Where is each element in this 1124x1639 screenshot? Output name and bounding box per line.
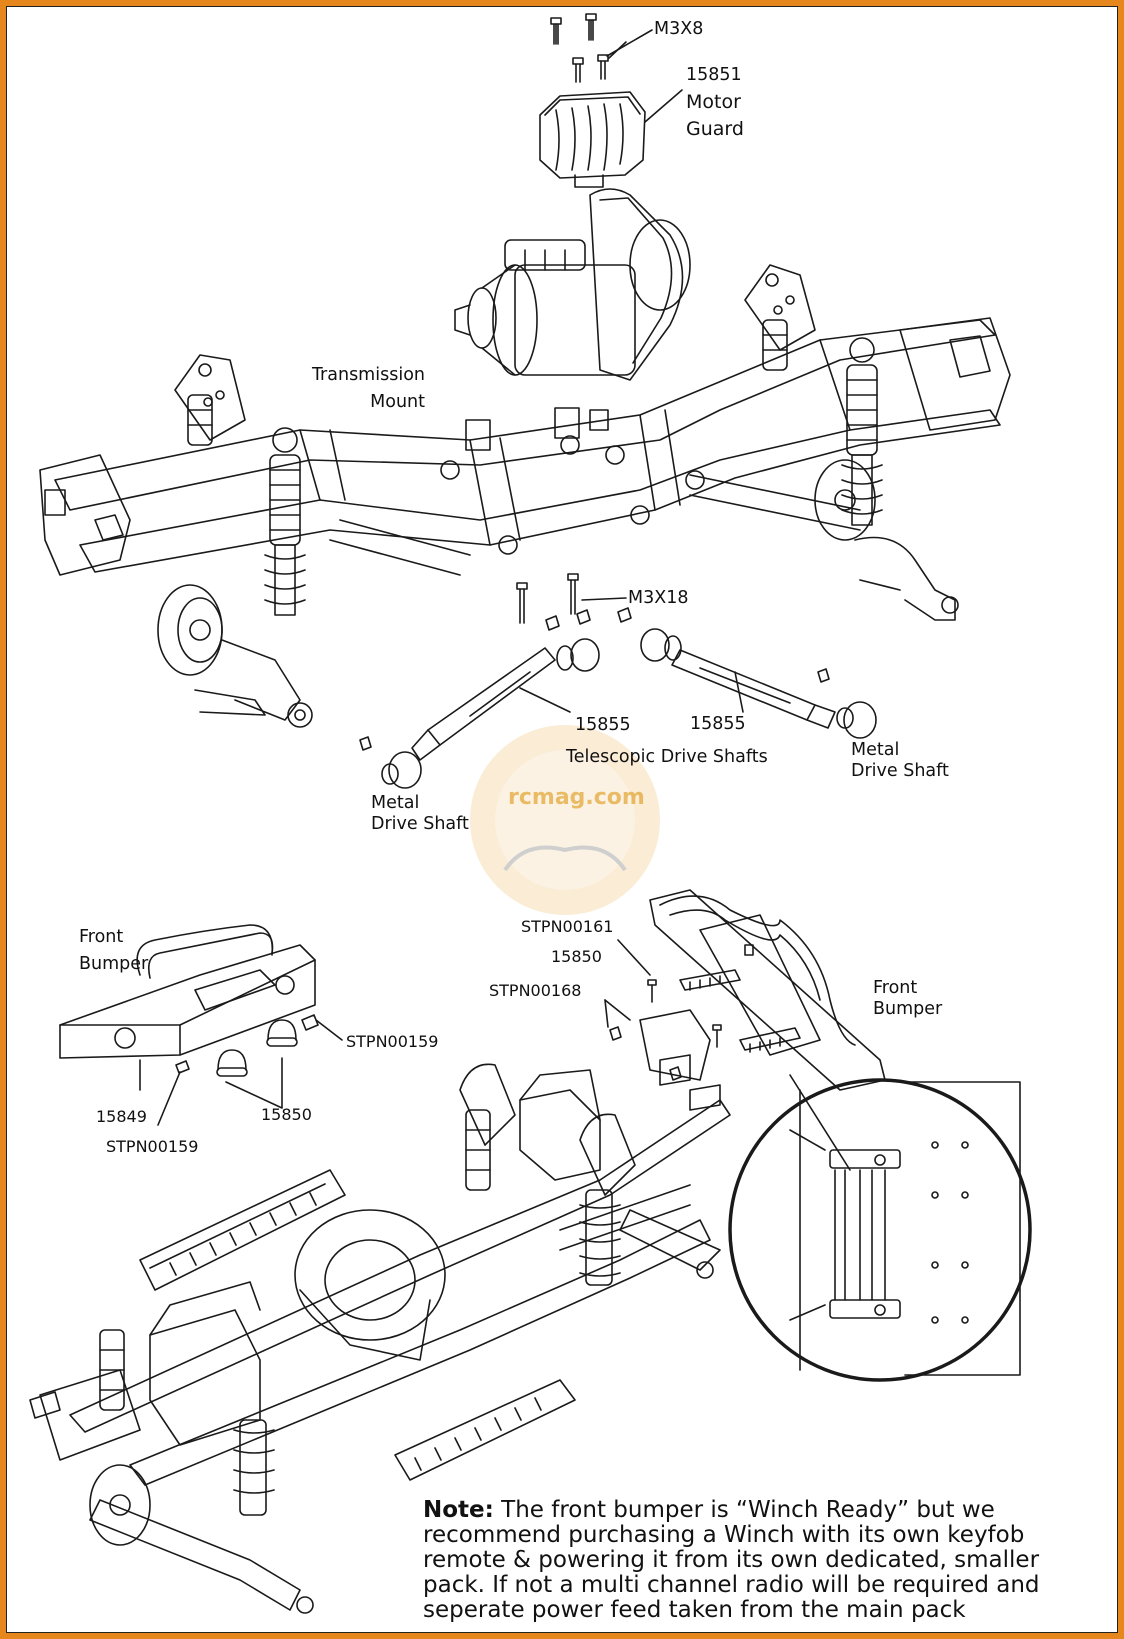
upper-chassis-drawing xyxy=(39,264,1011,576)
label-metal-right-2: Drive Shaft xyxy=(851,761,949,781)
label-telescopic-drive-shafts: Telescopic Drive Shafts xyxy=(566,747,768,767)
motor-guard-drawing xyxy=(539,89,683,188)
label-metal-left-1: Metal xyxy=(371,793,420,813)
label-stpn00168: STPN00168 xyxy=(489,981,582,1000)
label-front-bumper-left-2: Bumper xyxy=(79,954,149,974)
label-front-bumper-left-1: Front xyxy=(79,927,124,947)
label-metal-left-2: Drive Shaft xyxy=(371,814,469,834)
label-15849: 15849 xyxy=(96,1107,147,1126)
label-metal-drive-shaft-right: Metal Drive Shaft xyxy=(851,740,949,782)
label-motor-guard: 15851 Motor Guard xyxy=(686,62,744,143)
left-front-bumper-drawing xyxy=(59,924,343,1126)
watermark-text: rcmag.com xyxy=(508,785,645,810)
label-shaft-left-part: 15855 xyxy=(575,715,631,735)
label-m3x18: M3X18 xyxy=(628,588,689,608)
label-15850-right: 15850 xyxy=(551,947,602,966)
label-m3x8: M3X8 xyxy=(654,19,704,39)
note-title: Note: xyxy=(423,1497,494,1523)
winch-note: Note: The front bumper is “Winch Ready” … xyxy=(423,1498,1063,1623)
label-motor-guard-name-1: Motor xyxy=(686,91,741,113)
label-stpn00159-bottom: STPN00159 xyxy=(106,1137,199,1156)
screws-m3x18 xyxy=(516,573,632,631)
screws-m3x8 xyxy=(550,13,653,83)
label-front-bumper-right-1: Front xyxy=(873,978,918,998)
label-front-bumper-right: Front Bumper xyxy=(873,978,942,1020)
drive-shafts-drawing xyxy=(359,628,877,789)
inner-border xyxy=(6,6,1118,1633)
label-transmission-mount: Transmission Mount xyxy=(303,362,425,416)
label-shaft-right-part: 15855 xyxy=(690,714,746,734)
motor-drawing xyxy=(454,188,691,381)
label-front-bumper-left: Front Bumper xyxy=(79,924,148,978)
label-stpn00161: STPN00161 xyxy=(521,917,614,936)
note-body: The front bumper is “Winch Ready” but we… xyxy=(423,1497,1040,1623)
label-stpn00159-right: STPN00159 xyxy=(346,1032,439,1051)
upper-shocks-drawing xyxy=(187,319,883,616)
detail-zoom-circle xyxy=(728,1074,1032,1382)
label-front-bumper-right-2: Bumper xyxy=(873,999,943,1019)
label-motor-guard-part: 15851 xyxy=(686,65,742,85)
right-front-bumper-drawing xyxy=(604,889,886,1111)
lower-chassis-drawing xyxy=(29,1063,731,1614)
label-transmission-mount-2: Mount xyxy=(370,392,425,412)
label-15850-left: 15850 xyxy=(261,1105,312,1124)
label-motor-guard-name-2: Guard xyxy=(686,118,744,140)
upper-axles-drawing xyxy=(157,459,959,728)
label-transmission-mount-1: Transmission xyxy=(311,365,425,385)
watermark-logo xyxy=(470,725,660,915)
label-metal-drive-shaft-left: Metal Drive Shaft xyxy=(371,793,469,835)
label-metal-right-1: Metal xyxy=(851,740,900,760)
